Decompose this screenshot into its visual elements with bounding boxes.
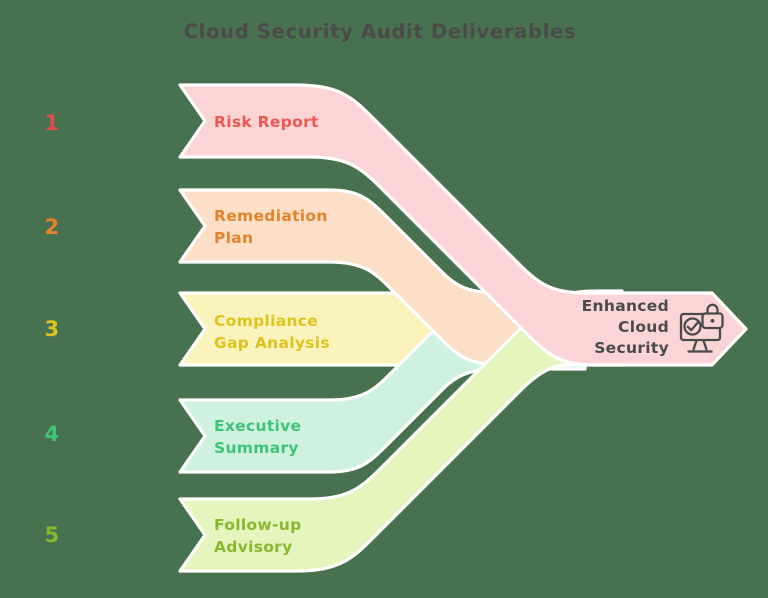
padlock-shackle-icon <box>706 303 719 315</box>
monitor-check-lock-icon <box>679 303 724 353</box>
monitor-stand-icon <box>687 339 713 353</box>
step-number-2: 2 <box>44 215 59 239</box>
banner-label-advisory: Advisory <box>214 538 293 556</box>
step-number-5: 5 <box>44 523 59 547</box>
banner-label-compliance: Compliance <box>214 312 318 330</box>
step-number-3: 3 <box>44 317 59 341</box>
banner-label-plan: Plan <box>214 229 253 247</box>
banner-label-executive: Executive <box>214 417 301 435</box>
check-circle-icon <box>683 317 702 336</box>
step-number-4: 4 <box>44 422 59 446</box>
banner-label-follow-up: Follow-up <box>214 516 301 534</box>
banner-label-risk-report: Risk Report <box>214 113 319 131</box>
padlock-keyhole-icon <box>710 318 715 323</box>
checkmark-icon <box>686 320 700 332</box>
result-label-enhanced: Enhanced <box>582 297 669 315</box>
page-title: Cloud Security Audit Deliverables <box>184 20 577 43</box>
banner-label-remediation: Remediation <box>214 207 328 225</box>
result-label-cloud: Cloud <box>618 318 669 336</box>
result-label-security: Security <box>594 339 669 357</box>
banner-label-gap-analysis: Gap Analysis <box>214 334 330 352</box>
banner-label-summary: Summary <box>214 439 299 457</box>
step-number-1: 1 <box>44 111 59 135</box>
ribbon-risk-report-output-arrow <box>178 83 748 367</box>
